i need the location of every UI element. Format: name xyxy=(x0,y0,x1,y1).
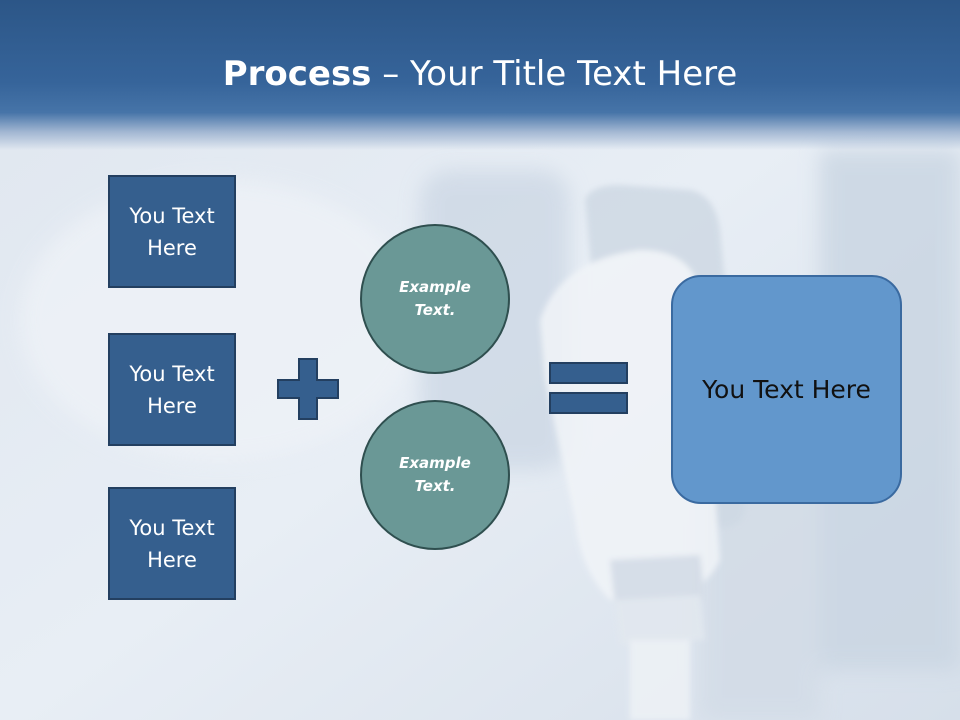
title-bar xyxy=(0,0,960,150)
input-box-2: You Text Here xyxy=(108,333,236,446)
input-box-3: You Text Here xyxy=(108,487,236,600)
input-box-3-label: You Text Here xyxy=(129,515,215,572)
input-box-2-label: You Text Here xyxy=(129,361,215,418)
slide-title-bold: Process xyxy=(222,54,372,94)
slide-title: Process – Your Title Text Here xyxy=(0,52,960,96)
example-circle-2-label: Example Text. xyxy=(399,454,471,495)
slide-title-rest: – Your Title Text Here xyxy=(371,54,738,94)
equals-icon xyxy=(549,362,628,414)
input-box-1-label: You Text Here xyxy=(129,203,215,260)
example-circle-1-label: Example Text. xyxy=(399,278,471,319)
input-box-1: You Text Here xyxy=(108,175,236,288)
example-circle-2: Example Text. xyxy=(360,400,510,550)
plus-icon xyxy=(277,358,339,420)
result-box: You Text Here xyxy=(671,275,902,504)
example-circle-1: Example Text. xyxy=(360,224,510,374)
result-box-label: You Text Here xyxy=(702,374,871,404)
